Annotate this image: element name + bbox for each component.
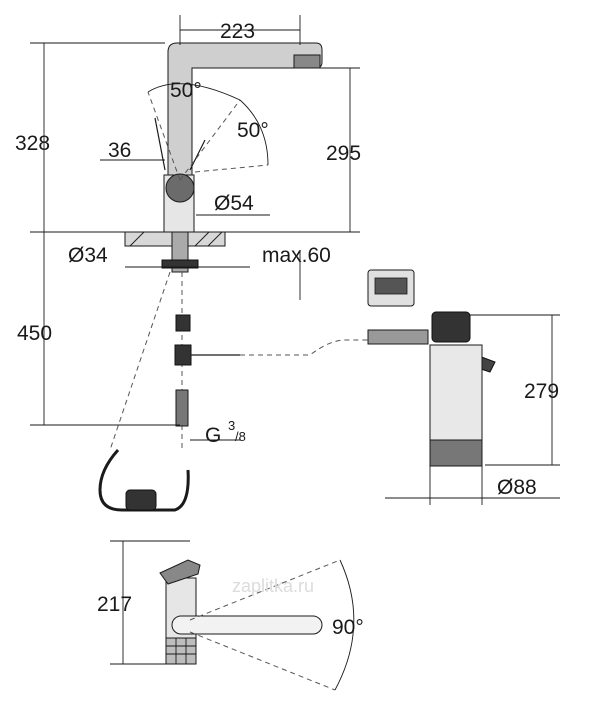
lever-dashed-ray-2 [179,99,241,181]
filter-head [431,311,471,343]
dim-hole-diameter: Ø34 [68,244,108,267]
hose-connector-mid [174,344,192,366]
dim-total-height: 328 [15,132,50,155]
dim-spout-height: 295 [326,142,361,165]
side-dimension-lines [110,540,190,665]
filter-cartridge [429,344,483,451]
lever-left-position [154,117,166,171]
dim-connection-sup: 3 [228,418,235,433]
angle-arc-top [147,83,241,101]
lever-dashed-ray [147,91,181,181]
lever-knob [165,173,195,203]
dim-hose-length: 450 [17,322,52,345]
countertop-hatch-2 [194,231,210,247]
faucet-side-view [159,559,355,691]
dim-spout-reach: 223 [220,20,255,43]
side-base-grip [165,637,197,665]
mounting-nut [161,259,199,269]
hose-weight [125,489,157,511]
dim-max-thickness: max.60 [262,244,331,267]
filter-display-screen [374,277,408,295]
faucet-front-view [98,42,323,512]
side-swing-ray-2 [189,631,336,691]
dim-body-diameter: Ø54 [214,192,254,215]
side-lever [159,559,201,585]
dim-filter-diameter: Ø88 [497,476,537,499]
angle-arc-side [239,99,269,166]
hose-left [109,271,171,451]
side-swing-arc [334,559,355,691]
countertop-hatch-1 [129,231,145,247]
countertop-hatch-3 [207,231,223,247]
dim-filter-height: 279 [524,380,559,403]
filter-dimension-lines [385,314,560,505]
dim-lever-height: 217 [97,593,132,616]
hose-thread [175,389,189,427]
hose-connector-top [175,314,191,332]
dim-connection-main: G [205,424,221,447]
dim-swivel-top: 50° [170,79,202,102]
lever-dashed-ray-3 [194,164,269,173]
top-dimension-lines [30,15,360,441]
lever-right-position [189,139,206,171]
dim-rotation-angle: 90° [332,616,364,639]
dim-connection-sub: /8 [235,429,246,444]
filter-inlet-valve [367,329,429,345]
filter-cartridge-base [429,439,483,467]
filter-connection-line [240,339,368,356]
side-spout [171,615,323,635]
connection-thread-label: G 3 /8 [205,418,246,447]
spout-head [293,54,321,69]
dim-swivel-side: 50° [237,119,269,142]
pullout-hose-loop [98,448,190,512]
filter-unit [240,269,496,467]
dim-lever-offset: 36 [108,139,131,162]
watermark: zaplitka.ru [232,576,314,596]
